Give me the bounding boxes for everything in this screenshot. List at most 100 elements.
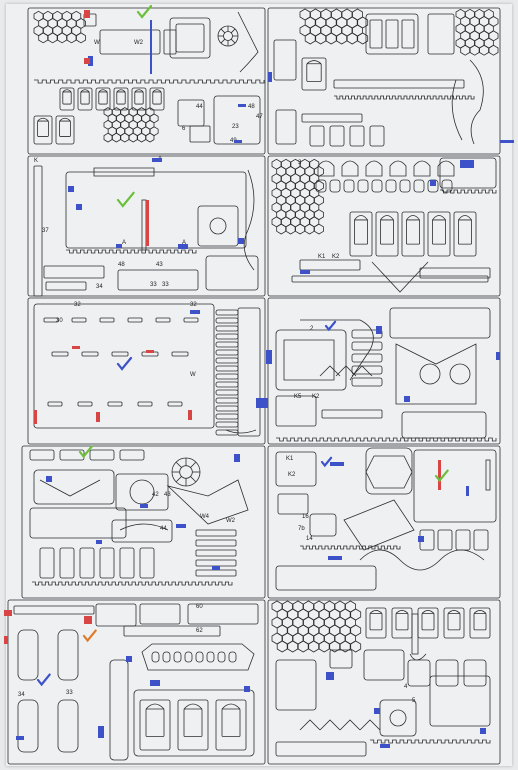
cut-part [405, 219, 420, 245]
cut-path [134, 89, 144, 93]
cut-part [57, 699, 79, 753]
scale-tile [339, 640, 351, 653]
marker-tab [84, 10, 90, 18]
cut-part [177, 699, 209, 751]
cut-path [395, 610, 409, 614]
cut-part [99, 29, 161, 55]
scale-tile [318, 640, 330, 653]
cut-part [81, 351, 99, 357]
cut-path [190, 476, 197, 483]
cut-part [195, 651, 204, 663]
marker-tab [496, 352, 500, 360]
cut-part [473, 613, 487, 631]
cut-part [401, 211, 425, 257]
marker-tab [418, 536, 424, 542]
cut-path [317, 160, 335, 177]
part-label: W2 [134, 40, 144, 46]
cut-part [443, 607, 465, 639]
cut-part [37, 120, 49, 137]
part-label: 33 [162, 282, 169, 288]
part-label: 32 [190, 302, 197, 308]
marker-tab [140, 504, 148, 508]
cut-part [33, 303, 215, 429]
scale-tile [295, 223, 305, 235]
cut-part [187, 603, 259, 625]
cut-part [215, 405, 239, 412]
part-label: 16 [302, 514, 309, 520]
part-label: 32 [74, 302, 81, 308]
marker-tab [150, 20, 152, 74]
cut-part [195, 549, 237, 557]
cut-part [353, 219, 368, 245]
cut-path [183, 703, 203, 710]
cut-path [335, 365, 357, 377]
cut-part [371, 179, 383, 193]
part-label: 5 [412, 698, 416, 704]
cut-part [167, 401, 183, 407]
cut-part [306, 63, 322, 82]
marker-tab [16, 736, 24, 740]
marker-tab [500, 140, 514, 143]
cut-path [175, 476, 182, 483]
finger-joint [34, 79, 265, 84]
cut-part [429, 675, 491, 727]
cut-path [371, 261, 429, 293]
scale-tile [287, 640, 299, 653]
scale-tile [128, 132, 138, 143]
cut-path [406, 215, 420, 221]
cut-panel [267, 599, 501, 765]
part-label: 34 [18, 692, 25, 698]
cut-part [195, 539, 237, 547]
checkmark [136, 4, 153, 19]
cut-part [273, 39, 297, 81]
finger-joint [440, 189, 497, 194]
cut-part [155, 317, 171, 323]
marker-tab [188, 410, 192, 420]
marker-tab [68, 186, 74, 192]
cut-part [437, 529, 453, 551]
cut-part [291, 275, 489, 283]
cut-part [123, 625, 221, 637]
marker-tab [146, 200, 149, 246]
cut-part [189, 125, 211, 143]
cut-path [343, 499, 415, 551]
cut-path [93, 167, 155, 177]
cut-path [98, 89, 108, 93]
finger-joint [66, 249, 197, 254]
cut-part [457, 219, 472, 245]
cut-part [65, 171, 247, 249]
cut-part [59, 120, 71, 137]
scale-tile [47, 32, 58, 44]
cut-part [411, 613, 419, 655]
marker-tab [178, 244, 188, 249]
cut-path [369, 610, 383, 614]
cut-part [343, 179, 355, 193]
cut-part [183, 317, 199, 323]
scale-tile [479, 44, 489, 56]
cut-part [275, 395, 317, 427]
cut-part [215, 349, 239, 356]
cut-part [95, 87, 111, 111]
cut-part [59, 547, 75, 579]
cut-part [77, 87, 93, 111]
marker-tab [268, 72, 272, 82]
cut-panel [27, 7, 266, 155]
cut-part [43, 265, 105, 279]
cut-part [351, 377, 383, 387]
cut-part [485, 459, 491, 491]
cut-path [447, 610, 461, 614]
cut-part [228, 651, 237, 663]
part-label: K2 [312, 394, 320, 400]
cut-path [341, 160, 359, 177]
marker-tab [4, 610, 12, 616]
cut-part [149, 87, 165, 111]
marker-tab [376, 326, 382, 334]
cut-part [365, 13, 419, 55]
scale-tile [285, 223, 296, 235]
part-label: 33 [150, 282, 157, 288]
cut-part [173, 651, 182, 663]
part-label: 43 [164, 492, 171, 498]
cut-part [379, 219, 394, 245]
cut-part [349, 211, 373, 257]
scale-tile [304, 223, 315, 235]
